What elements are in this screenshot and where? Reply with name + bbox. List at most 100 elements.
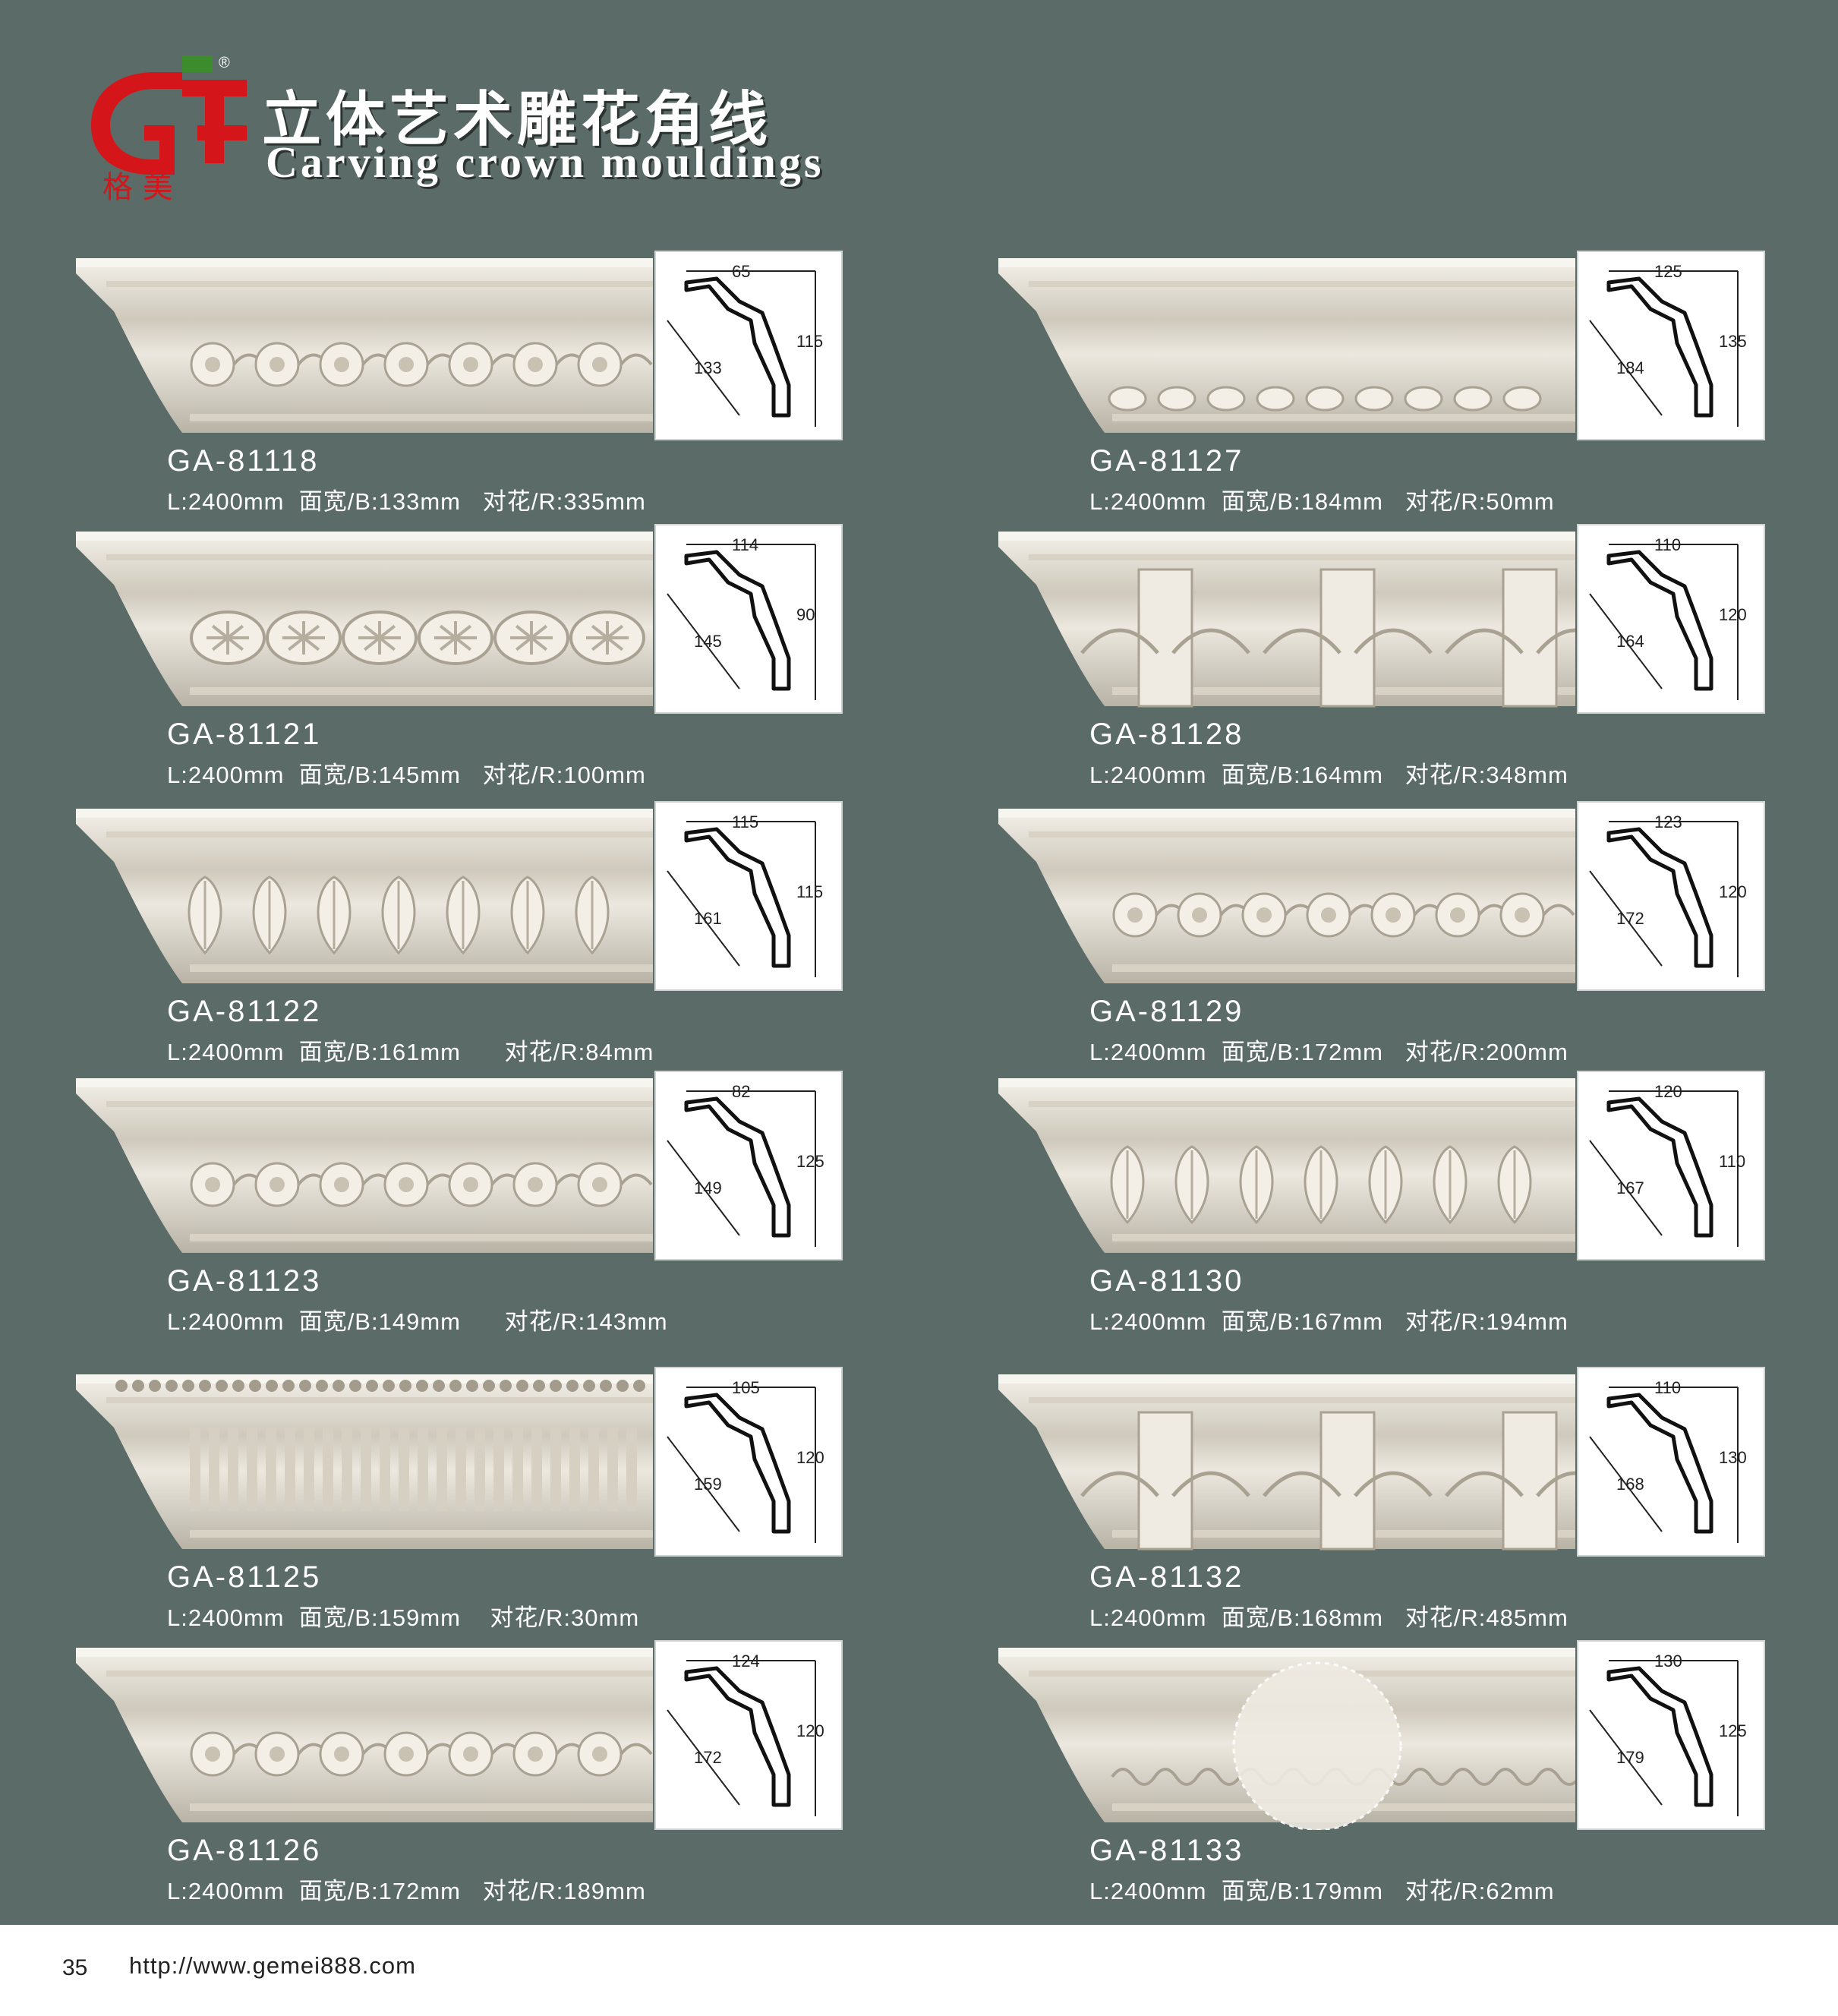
product-code: GA-81122 xyxy=(167,995,322,1028)
profile-diagram: 110 130 168 xyxy=(1577,1367,1765,1557)
profile-top-dim: 110 xyxy=(1654,1378,1681,1397)
product-code: GA-81133 xyxy=(1089,1834,1244,1867)
profile-top-dim: 105 xyxy=(732,1378,760,1397)
profile-face-dim: 159 xyxy=(694,1475,722,1494)
product-item: 105 120 159 GA-81125 L:2400mm 面宽/B:159mm… xyxy=(76,1367,881,1642)
product-code: GA-81127 xyxy=(1089,444,1244,478)
profile-height-dim: 120 xyxy=(796,1448,824,1467)
product-code: GA-81129 xyxy=(1089,995,1244,1028)
moulding-image xyxy=(998,809,1575,983)
profile-diagram: 120 110 167 xyxy=(1577,1071,1765,1260)
product-code: GA-81130 xyxy=(1089,1264,1244,1298)
profile-face-dim: 184 xyxy=(1616,358,1644,377)
product-item: 110 120 164 GA-81128 L:2400mm 面宽/B:164mm… xyxy=(998,524,1803,799)
moulding-image xyxy=(76,809,653,983)
profile-diagram: 123 120 172 xyxy=(1577,801,1765,991)
profile-top-dim: 110 xyxy=(1654,535,1681,554)
profile-diagram: 115 115 161 xyxy=(654,801,843,991)
product-code: GA-81132 xyxy=(1089,1560,1244,1594)
profile-face-dim: 179 xyxy=(1616,1748,1644,1767)
profile-top-dim: 123 xyxy=(1654,812,1682,831)
profile-top-dim: 125 xyxy=(1654,262,1682,281)
title-chinese: 立体艺术雕花角线 xyxy=(262,85,773,154)
product-spec: L:2400mm 面宽/B:179mm 对花/R:62mm xyxy=(1089,1878,1555,1904)
product-code: GA-81118 xyxy=(167,444,320,478)
moulding-image xyxy=(998,532,1575,708)
registered-mark: ® xyxy=(219,55,230,71)
product-code: GA-81128 xyxy=(1089,718,1244,751)
product-code: GA-81123 xyxy=(167,1264,322,1298)
product-spec: L:2400mm 面宽/B:133mm 对花/R:335mm xyxy=(167,488,646,515)
profile-height-dim: 135 xyxy=(1719,332,1747,351)
profile-diagram: 65 115 133 xyxy=(654,251,843,440)
product-item: 120 110 167 GA-81130 L:2400mm 面宽/B:167mm… xyxy=(998,1071,1803,1346)
product-spec: L:2400mm 面宽/B:172mm 对花/R:200mm xyxy=(1089,1039,1568,1065)
moulding-image xyxy=(998,258,1575,433)
profile-diagram: 124 120 172 xyxy=(654,1640,843,1830)
moulding-image xyxy=(998,1374,1575,1551)
product-spec: L:2400mm 面宽/B:145mm 对花/R:100mm xyxy=(167,762,646,788)
moulding-image xyxy=(76,1648,653,1822)
profile-diagram: 125 135 184 xyxy=(1577,251,1765,440)
product-item: 65 115 133 GA-81118 L:2400mm 面宽/B:133mm … xyxy=(76,251,881,525)
profile-diagram: 130 125 179 xyxy=(1577,1640,1765,1830)
moulding-image xyxy=(76,258,653,433)
profile-diagram: 110 120 164 xyxy=(1577,524,1765,714)
product-item: 124 120 172 GA-81126 L:2400mm 面宽/B:172mm… xyxy=(76,1640,881,1915)
page-header: ® 格 美 立体艺术雕花角线 Carving crown mouldings xyxy=(84,42,995,209)
profile-height-dim: 120 xyxy=(1719,882,1747,901)
moulding-image xyxy=(998,1078,1575,1253)
profile-diagram: 82 125 149 xyxy=(654,1071,843,1260)
profile-face-dim: 168 xyxy=(1616,1475,1644,1494)
page-number: 35 xyxy=(62,1955,88,1980)
profile-height-dim: 90 xyxy=(796,605,815,624)
profile-top-dim: 130 xyxy=(1654,1652,1682,1671)
profile-face-dim: 133 xyxy=(694,358,722,377)
profile-height-dim: 125 xyxy=(796,1152,824,1171)
profile-height-dim: 110 xyxy=(1719,1152,1745,1171)
product-spec: L:2400mm 面宽/B:164mm 对花/R:348mm xyxy=(1089,762,1568,788)
product-item: 82 125 149 GA-81123 L:2400mm 面宽/B:149mm … xyxy=(76,1071,881,1346)
product-code: GA-81121 xyxy=(167,718,322,751)
profile-face-dim: 164 xyxy=(1616,632,1644,651)
profile-face-dim: 167 xyxy=(1616,1178,1644,1197)
logo-chinese-text: 格 美 xyxy=(102,170,173,201)
product-item: 114 90 145 GA-81121 L:2400mm 面宽/B:145mm … xyxy=(76,524,881,799)
product-code: GA-81125 xyxy=(167,1560,322,1594)
profile-face-dim: 161 xyxy=(694,909,722,928)
profile-top-dim: 120 xyxy=(1654,1082,1682,1101)
product-spec: L:2400mm 面宽/B:184mm 对花/R:50mm xyxy=(1089,488,1555,515)
moulding-image xyxy=(76,1374,653,1549)
product-item: 130 125 179 GA-81133 L:2400mm 面宽/B:179mm… xyxy=(998,1640,1803,1915)
product-spec: L:2400mm 面宽/B:172mm 对花/R:189mm xyxy=(167,1878,646,1904)
profile-face-dim: 145 xyxy=(694,632,722,651)
moulding-image xyxy=(76,1078,653,1253)
product-spec: L:2400mm 面宽/B:167mm 对花/R:194mm xyxy=(1089,1308,1568,1335)
profile-top-dim: 114 xyxy=(732,535,758,554)
profile-face-dim: 172 xyxy=(1616,909,1644,928)
moulding-image xyxy=(76,532,653,706)
gemei-logo-icon: ® 格 美 xyxy=(91,55,247,201)
product-item: 110 130 168 GA-81132 L:2400mm 面宽/B:168mm… xyxy=(998,1367,1803,1642)
profile-top-dim: 82 xyxy=(732,1082,750,1101)
profile-height-dim: 120 xyxy=(796,1721,824,1740)
title-english: Carving crown mouldings xyxy=(266,137,824,187)
product-item: 123 120 172 GA-81129 L:2400mm 面宽/B:172mm… xyxy=(998,801,1803,1076)
profile-height-dim: 115 xyxy=(796,332,823,351)
profile-height-dim: 130 xyxy=(1719,1448,1747,1467)
profile-top-dim: 124 xyxy=(732,1652,760,1671)
product-spec: L:2400mm 面宽/B:168mm 对花/R:485mm xyxy=(1089,1604,1568,1631)
profile-height-dim: 125 xyxy=(1719,1721,1747,1740)
profile-diagram: 105 120 159 xyxy=(654,1367,843,1557)
product-spec: L:2400mm 面宽/B:161mm 对花/R:84mm xyxy=(167,1039,654,1065)
page-footer: 35 http://www.gemei888.com xyxy=(0,1925,1838,2016)
website-url[interactable]: http://www.gemei888.com xyxy=(129,1952,416,1979)
profile-top-dim: 65 xyxy=(732,262,750,281)
moulding-image xyxy=(998,1648,1575,1830)
product-item: 115 115 161 GA-81122 L:2400mm 面宽/B:161mm… xyxy=(76,801,881,1076)
product-item: 125 135 184 GA-81127 L:2400mm 面宽/B:184mm… xyxy=(998,251,1803,525)
product-spec: L:2400mm 面宽/B:159mm 对花/R:30mm xyxy=(167,1604,640,1631)
profile-top-dim: 115 xyxy=(732,812,758,831)
product-code: GA-81126 xyxy=(167,1834,322,1867)
profile-height-dim: 120 xyxy=(1719,605,1747,624)
